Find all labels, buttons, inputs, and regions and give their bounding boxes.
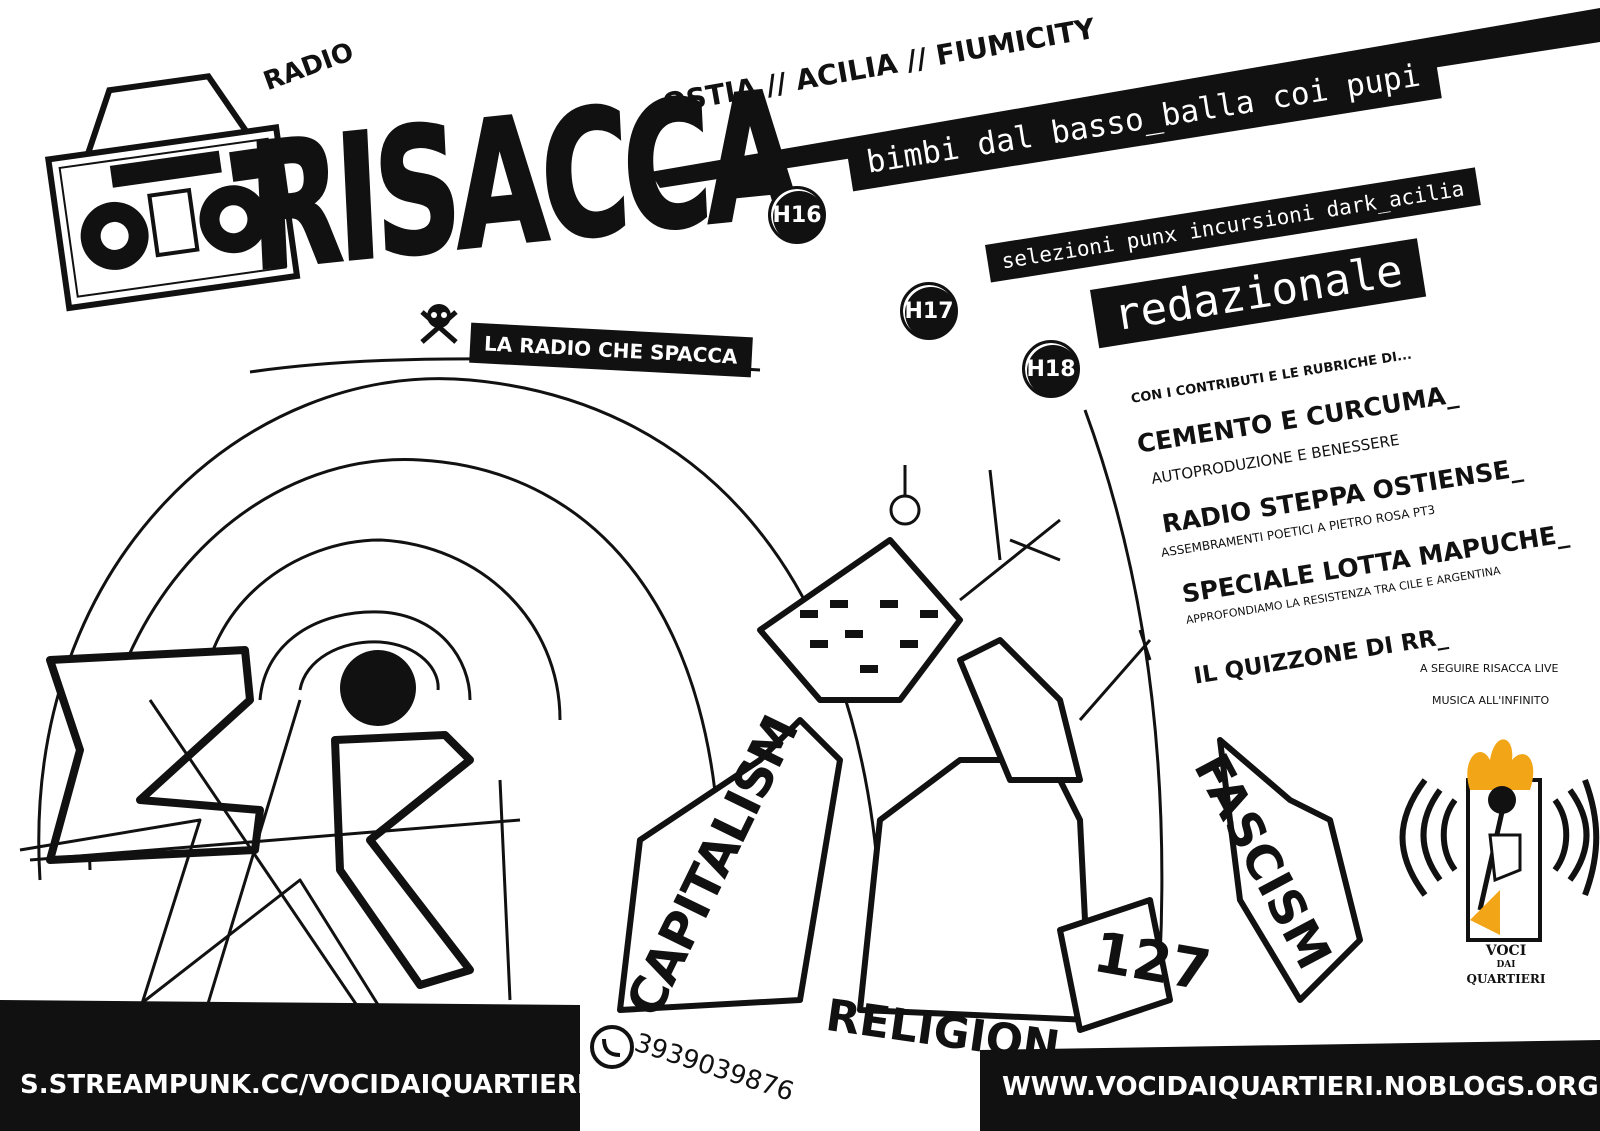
whatsapp-icon bbox=[590, 1025, 634, 1069]
building-windows bbox=[800, 600, 938, 673]
logo-line-1: VOCI bbox=[1485, 943, 1527, 959]
rr-tower bbox=[19, 646, 521, 1041]
stream-url-link[interactable]: S.STREAMPUNK.CC/VOCIDAIQUARTIERI.MP3 bbox=[20, 1070, 660, 1100]
sound-waves-icon bbox=[1399, 778, 1600, 897]
footer-band bbox=[0, 1000, 580, 1131]
hour-badge-h17: H17 bbox=[900, 282, 958, 340]
logo-text: VOCI DAI QUARTIERI bbox=[1466, 944, 1546, 986]
footer-band-right bbox=[980, 1040, 1600, 1131]
logo-line-2: DAI bbox=[1496, 960, 1516, 970]
after-line-1: A SEGUIRE RISACCA LIVE bbox=[1420, 662, 1559, 675]
hour-badge-h18: H18 bbox=[1022, 340, 1080, 398]
logo-line-3: QUARTIERI bbox=[1466, 972, 1546, 986]
antenna-dot bbox=[340, 650, 416, 726]
boombox-icon bbox=[44, 73, 301, 312]
microphone-fist-icon bbox=[1466, 739, 1542, 942]
hour-badge-h16: H16 bbox=[768, 186, 826, 244]
after-line-2: MUSICA ALL'INFINITO bbox=[1432, 694, 1550, 707]
skull-crossbones-icon bbox=[420, 304, 458, 344]
city-skyline bbox=[617, 537, 1363, 1033]
rooftop-antennas bbox=[889, 465, 1152, 721]
website-link[interactable]: WWW.VOCIDAIQUARTIERI.NOBLOGS.ORG bbox=[1002, 1072, 1599, 1102]
